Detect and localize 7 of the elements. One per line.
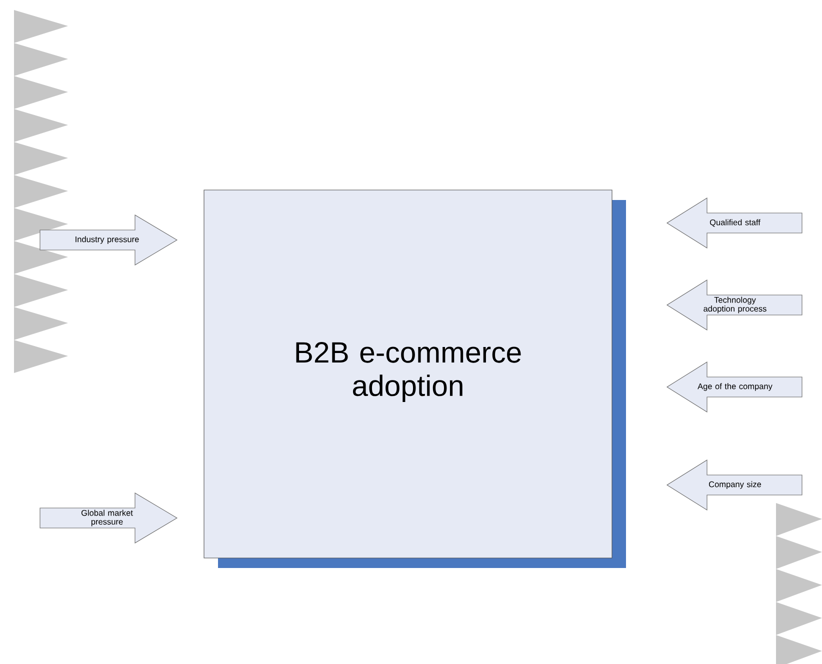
pointer-box: Technology adoption process: [666, 280, 802, 330]
process-box: B2B e-commerce adoption: [204, 190, 626, 568]
pointer-box: Qualified staff: [666, 198, 802, 248]
pointer-box: Age of the company: [666, 362, 802, 412]
pointer-box: Industry pressure: [40, 214, 178, 266]
pointer-box: Company size: [666, 460, 802, 510]
pointer-box: Global market pressure: [40, 492, 178, 544]
